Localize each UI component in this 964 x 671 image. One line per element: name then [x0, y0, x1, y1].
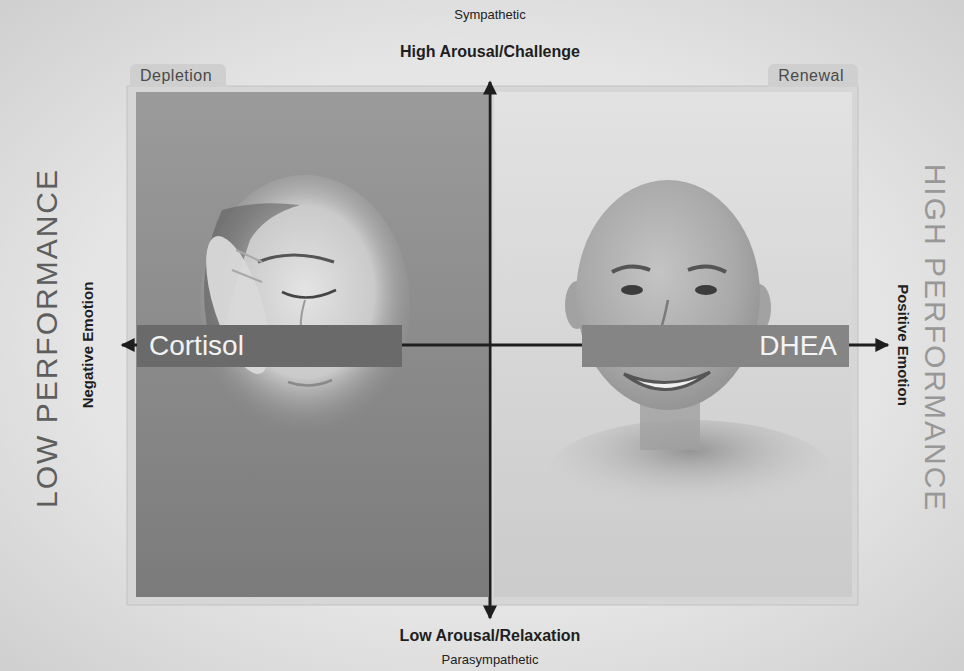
performance-label: HIGH PERFORMANCE [919, 164, 952, 513]
mouth [288, 380, 332, 386]
axis-arrow [489, 345, 492, 618]
fingers [232, 250, 262, 282]
eyebrow [258, 255, 334, 262]
woman-face [193, 175, 410, 435]
head [576, 180, 760, 410]
hormone-band: DHEA [582, 325, 849, 367]
axis-title: High Arousal/Challenge [400, 43, 580, 61]
axis-end-label: Sympathetic [454, 8, 526, 22]
eye [621, 285, 643, 295]
eyebrows [612, 266, 726, 272]
performance-label: LOW PERFORMANCE [30, 168, 63, 508]
quadrant-tab: Depletion [130, 64, 226, 87]
axis-title: Negative Emotion [80, 282, 97, 409]
axis-end-label: Parasympathetic [442, 653, 539, 667]
hormone-name: Cortisol [149, 331, 244, 362]
quadrant-panel: RenewalDHEA [494, 64, 852, 597]
axis-title: Low Arousal/Relaxation [400, 627, 581, 645]
axis-title: Positive Emotion [895, 284, 912, 406]
axis-arrow [489, 82, 492, 345]
quadrant-tab: Renewal [768, 64, 858, 87]
hormone-name: DHEA [759, 331, 837, 362]
eye [695, 285, 717, 295]
hormone-band: Cortisol [137, 325, 402, 367]
quadrant-panel: DepletionCortisol [136, 64, 488, 597]
axes [122, 82, 888, 618]
closed-eye [282, 290, 336, 298]
smile [624, 372, 710, 390]
